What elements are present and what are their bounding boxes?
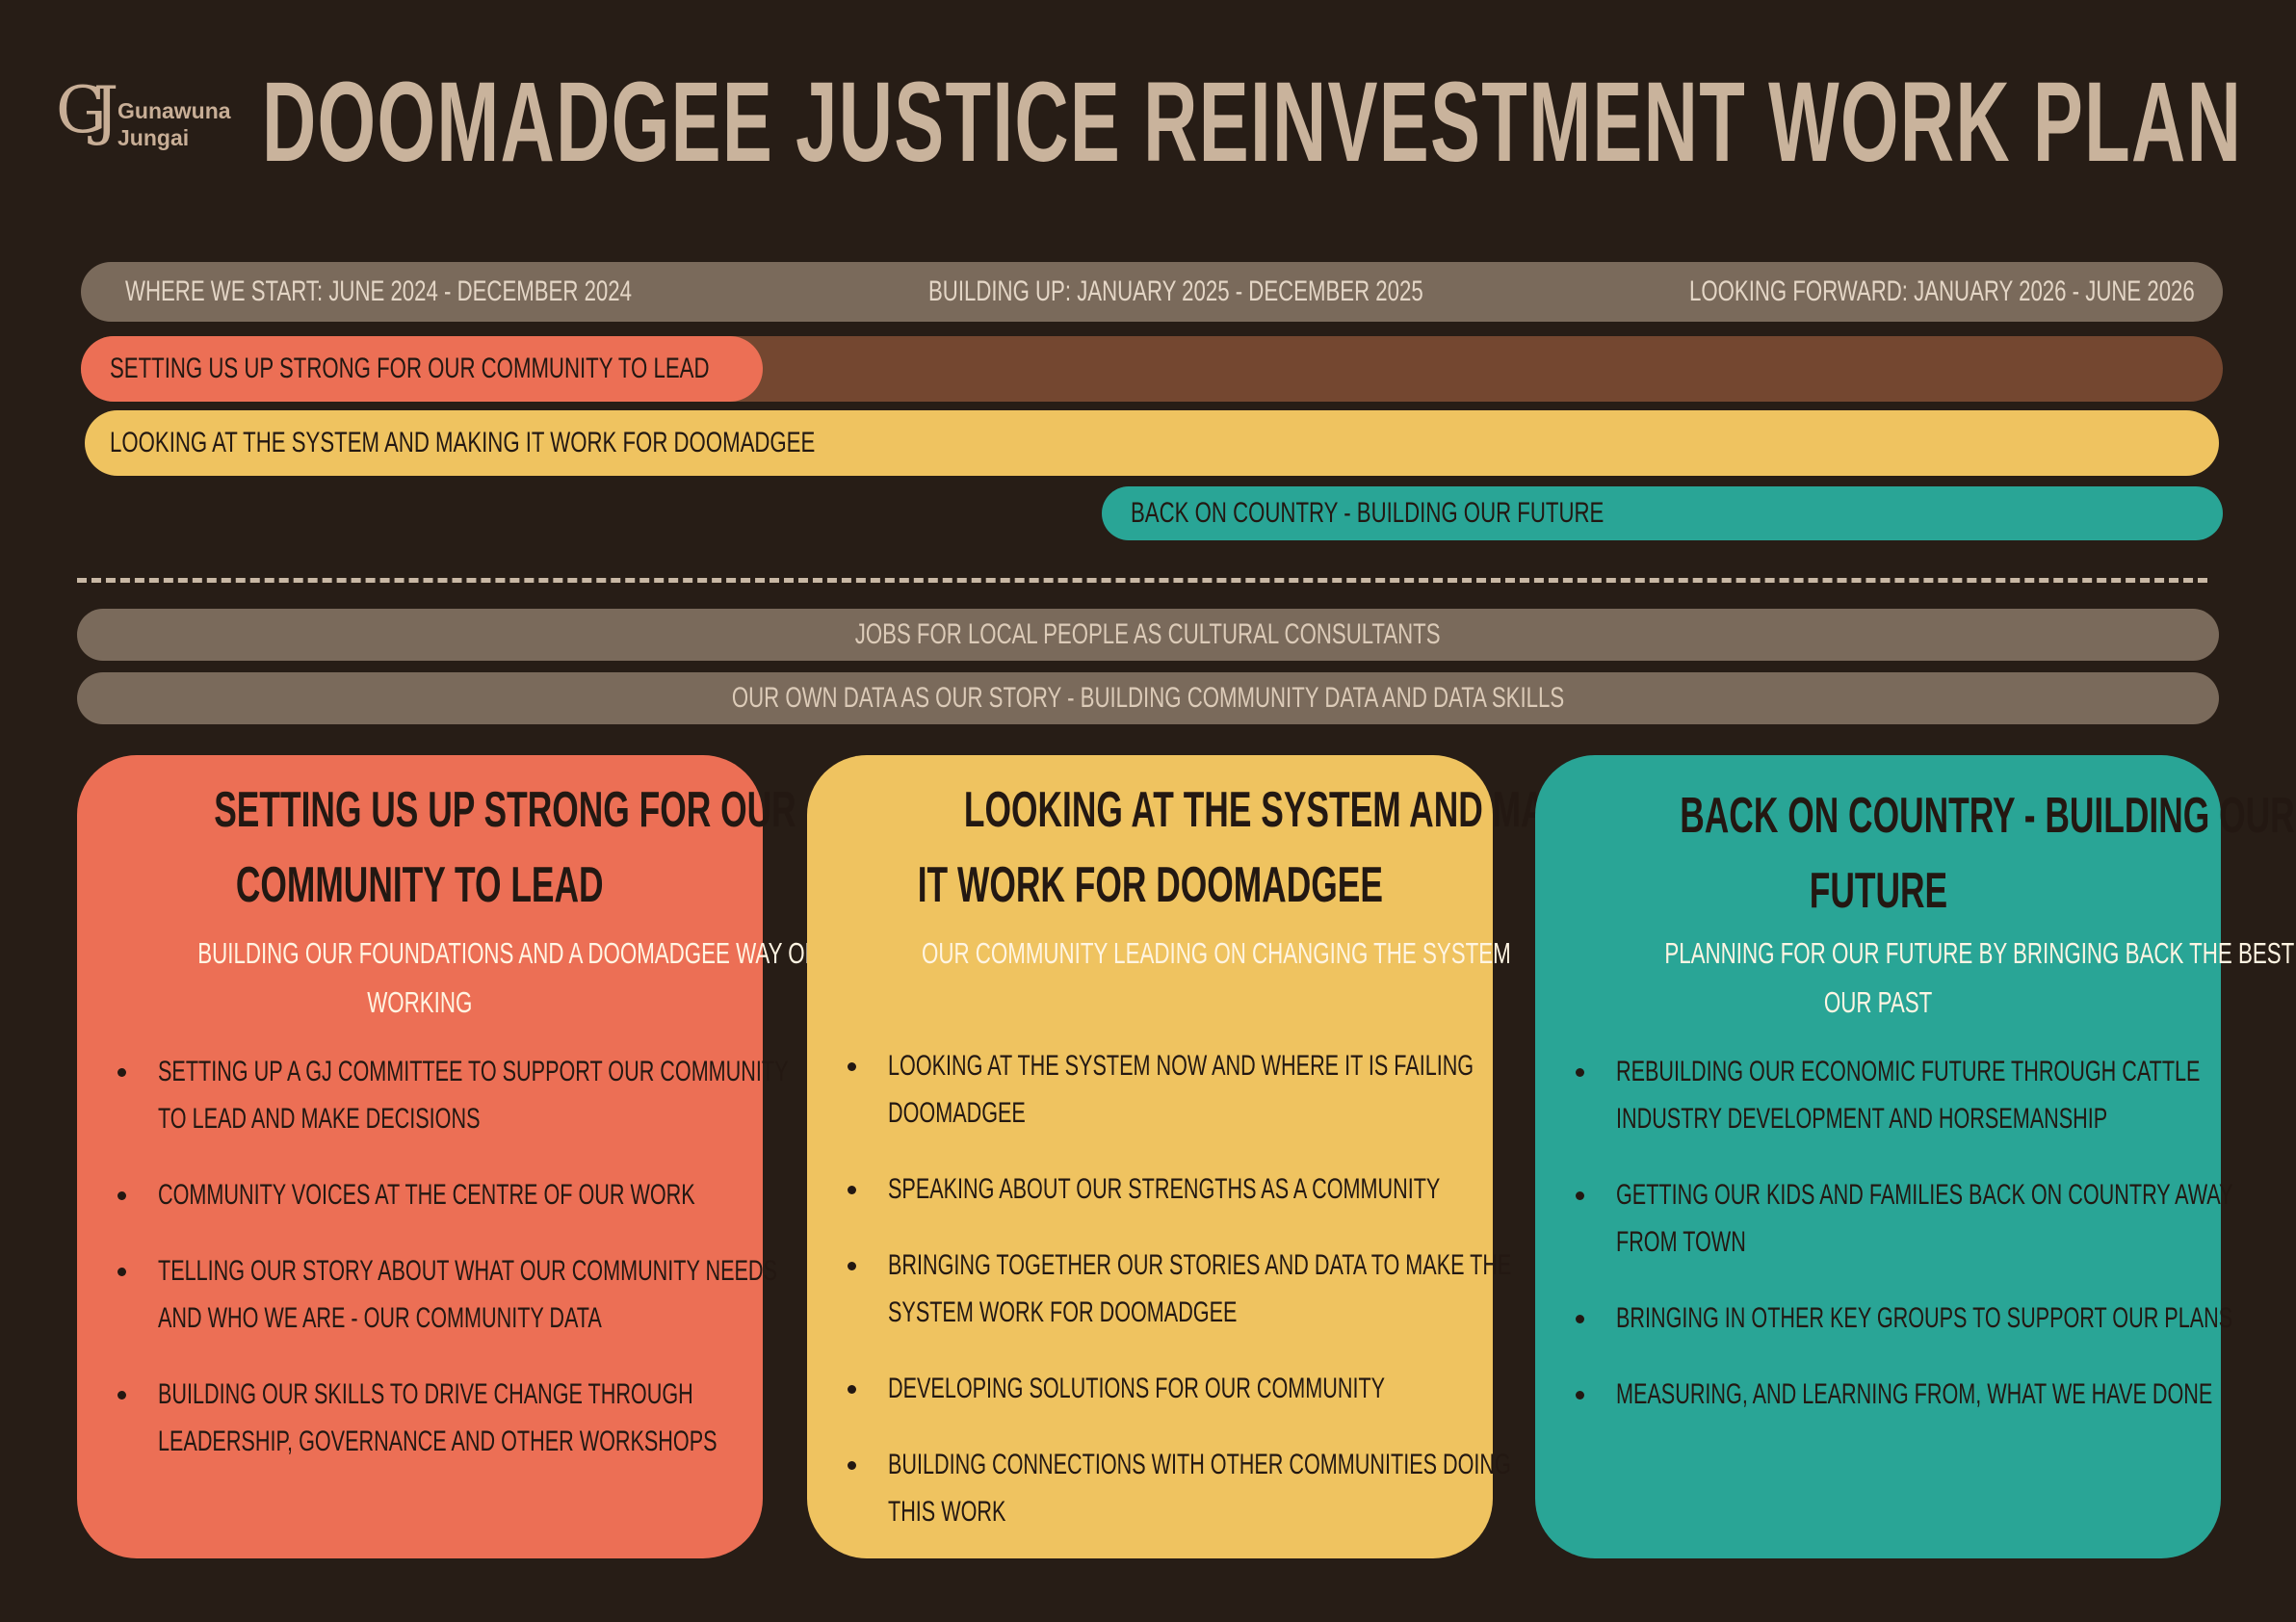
logo-text-line1: Gunawuna bbox=[117, 98, 231, 123]
logo-mark: GJ bbox=[56, 73, 118, 147]
card-system: LOOKING AT THE SYSTEM AND MAKING IT WORK… bbox=[807, 755, 1631, 1558]
stream-bar-system: LOOKING AT THE SYSTEM AND MAKING IT WORK… bbox=[85, 410, 2219, 476]
period-looking-forward: LOOKING FORWARD: JANUARY 2026 - JUNE 202… bbox=[1689, 275, 2195, 307]
card-subtitle: OUR COMMUNITY LEADING ON CHANGING THE SY… bbox=[921, 936, 1511, 970]
ongoing-label: JOBS FOR LOCAL PEOPLE AS CULTURAL CONSUL… bbox=[855, 618, 1441, 650]
list-item: SPEAKING ABOUT OUR STRENGTHS AS A COMMUN… bbox=[846, 1165, 1477, 1213]
card-title: LOOKING AT THE SYSTEM AND MAKING IT WORK… bbox=[917, 782, 1631, 913]
logo-text-line2: Jungai bbox=[117, 125, 190, 150]
list-item: MEASURING, AND LEARNING FROM, WHAT WE HA… bbox=[1574, 1371, 2212, 1418]
list-item: BRINGING TOGETHER OUR STORIES AND DATA T… bbox=[846, 1242, 1511, 1336]
list-item: REBUILDING OUR ECONOMIC FUTURE THROUGH C… bbox=[1574, 1048, 2205, 1142]
stream-label: SETTING US UP STRONG FOR OUR COMMUNITY T… bbox=[110, 353, 710, 384]
card-setting-up: SETTING US UP STRONG FOR OUR COMMUNITY T… bbox=[77, 755, 819, 1558]
ongoing-label: OUR OWN DATA AS OUR STORY - BUILDING COM… bbox=[731, 682, 1565, 714]
list-item: SETTING UP A GJ COMMITTEE TO SUPPORT OUR… bbox=[116, 1048, 788, 1142]
card-back-on-country: BACK ON COUNTRY - BUILDING OUR FUTURE PL… bbox=[1535, 755, 2296, 1558]
logo: GJ Gunawuna Jungai bbox=[56, 69, 231, 166]
list-item: GETTING OUR KIDS AND FAMILIES BACK ON CO… bbox=[1574, 1171, 2233, 1266]
list-item: BUILDING OUR SKILLS TO DRIVE CHANGE THRO… bbox=[116, 1371, 747, 1465]
card-bullets: LOOKING AT THE SYSTEM NOW AND WHERE IT I… bbox=[846, 1042, 1511, 1535]
ongoing-bar-data: OUR OWN DATA AS OUR STORY - BUILDING COM… bbox=[77, 672, 2219, 724]
stream-label: BACK ON COUNTRY - BUILDING OUR FUTURE bbox=[1131, 497, 1605, 529]
stream-label: LOOKING AT THE SYSTEM AND MAKING IT WORK… bbox=[110, 427, 816, 458]
period-start: WHERE WE START: JUNE 2024 - DECEMBER 202… bbox=[125, 275, 632, 307]
stream-bar-back-on-country: BACK ON COUNTRY - BUILDING OUR FUTURE bbox=[1102, 486, 2223, 540]
list-item: TELLING OUR STORY ABOUT WHAT OUR COMMUNI… bbox=[116, 1247, 777, 1342]
dashed-divider bbox=[77, 578, 2207, 583]
card-title: SETTING US UP STRONG FOR OUR COMMUNITY T… bbox=[214, 782, 796, 913]
list-item: BRINGING IN OTHER KEY GROUPS TO SUPPORT … bbox=[1574, 1295, 2232, 1342]
list-item: COMMUNITY VOICES AT THE CENTRE OF OUR WO… bbox=[116, 1171, 747, 1218]
card-bullets: SETTING UP A GJ COMMITTEE TO SUPPORT OUR… bbox=[116, 1048, 788, 1465]
card-bullets: REBUILDING OUR ECONOMIC FUTURE THROUGH C… bbox=[1574, 1048, 2233, 1418]
card-subtitle: BUILDING OUR FOUNDATIONS AND A DOOMADGEE… bbox=[197, 936, 819, 1019]
list-item: DEVELOPING SOLUTIONS FOR OUR COMMUNITY bbox=[846, 1365, 1477, 1412]
stream-bar-setting-up: SETTING US UP STRONG FOR OUR COMMUNITY T… bbox=[81, 336, 763, 402]
page-title: DOOMADGEE JUSTICE REINVESTMENT WORK PLAN bbox=[262, 59, 2243, 186]
card-subtitle: PLANNING FOR OUR FUTURE BY BRINGING BACK… bbox=[1664, 936, 2296, 1019]
list-item: LOOKING AT THE SYSTEM NOW AND WHERE IT I… bbox=[846, 1042, 1477, 1137]
list-item: BUILDING CONNECTIONS WITH OTHER COMMUNIT… bbox=[846, 1441, 1511, 1535]
timeline-periods-bar: WHERE WE START: JUNE 2024 - DECEMBER 202… bbox=[81, 262, 2223, 322]
ongoing-bar-jobs: JOBS FOR LOCAL PEOPLE AS CULTURAL CONSUL… bbox=[77, 609, 2219, 661]
card-title: BACK ON COUNTRY - BUILDING OUR FUTURE bbox=[1680, 788, 2295, 919]
period-building-up: BUILDING UP: JANUARY 2025 - DECEMBER 202… bbox=[928, 275, 1423, 307]
